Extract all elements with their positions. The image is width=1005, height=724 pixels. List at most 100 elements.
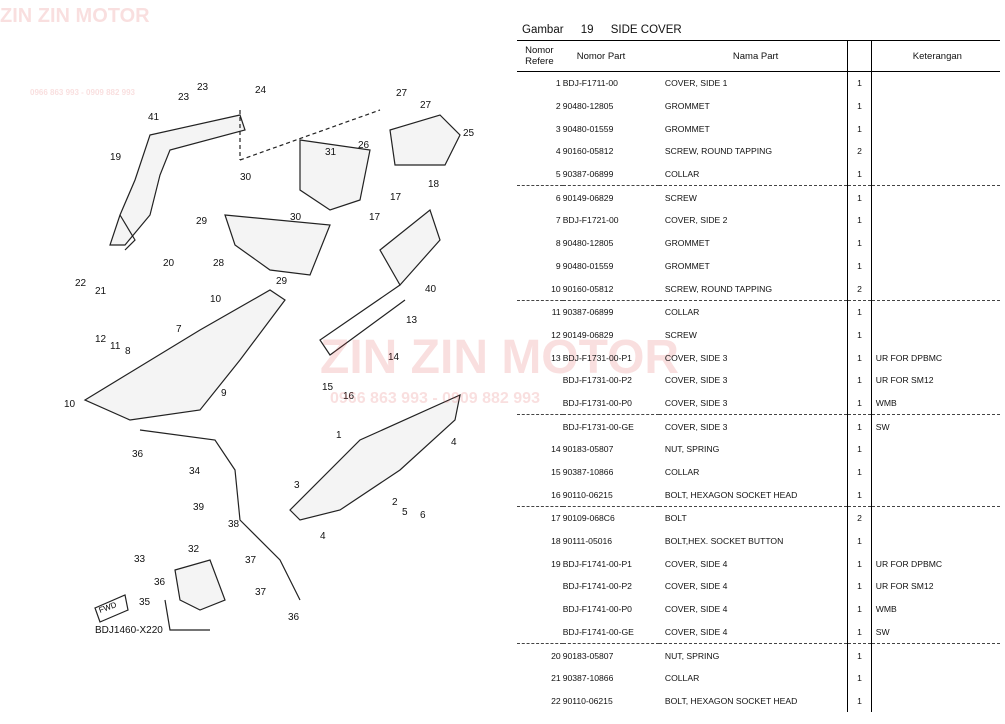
- part-number: 90160-05812: [562, 146, 614, 157]
- gambar-number: 19: [580, 24, 594, 36]
- callout-label: 34: [189, 466, 201, 477]
- remark: [870, 140, 1000, 163]
- callout-label: 9: [221, 388, 227, 399]
- part-name: COVER, SIDE 2: [664, 215, 728, 226]
- ref-number: 1: [555, 78, 561, 89]
- part-name: COVER, SIDE 4: [664, 604, 728, 615]
- quantity: 1: [847, 460, 872, 484]
- callout-label: 23: [178, 92, 190, 103]
- part-number: 90480-12805: [562, 101, 614, 112]
- quantity: 1: [847, 643, 872, 667]
- part-name: COVER, SIDE 3: [658, 414, 848, 438]
- part-name: NUT, SPRING: [664, 444, 720, 455]
- part-number: BDJ-F1721-00: [562, 215, 619, 226]
- ref-number: 3: [555, 123, 561, 134]
- remark: WMB: [870, 391, 1000, 415]
- part-number: BDJ-F1741-00-P1: [562, 558, 632, 569]
- callout-label: 6: [420, 510, 426, 521]
- callout-label: 18: [428, 179, 440, 190]
- ref-number: 20: [517, 643, 563, 667]
- part-name: COLLAR: [658, 299, 848, 324]
- callout-label: 25: [463, 128, 475, 139]
- part-name: SCREW: [664, 329, 697, 340]
- quantity: 1: [847, 254, 872, 278]
- ref-number: 18: [551, 536, 561, 547]
- remark: [870, 483, 1000, 507]
- remark: [870, 460, 1000, 484]
- callout-label: 12: [95, 334, 107, 345]
- part-number: 90480-12805: [562, 238, 614, 249]
- part-name: SCREW, ROUND TAPPING: [664, 283, 773, 294]
- ref-number: 5: [555, 169, 561, 180]
- callout-label: 36: [154, 577, 166, 588]
- diagram-drawing: FWD: [83, 109, 461, 631]
- part-name: COVER, SIDE 3: [664, 397, 728, 408]
- remark: [870, 529, 1000, 553]
- ref-number: 12: [551, 329, 561, 340]
- remark: [870, 254, 1000, 278]
- part-name: BOLT, HEXAGON SOCKET HEAD: [664, 489, 798, 500]
- col-nama-part: Nama Part: [658, 40, 848, 72]
- part-name: BOLT: [658, 506, 848, 530]
- part-number: 90111-05016: [562, 536, 613, 547]
- quantity: 1: [847, 323, 872, 347]
- callout-label: 8: [125, 346, 131, 357]
- watermark-brand: ZIN ZIN MOTOR: [0, 5, 150, 27]
- col-keterangan: Keterangan: [870, 40, 1000, 72]
- callout-label: 37: [245, 555, 257, 566]
- remark: [870, 117, 1000, 141]
- callout-label: 15: [322, 382, 334, 393]
- part-number: 90109-068C6: [562, 506, 659, 530]
- callout-label: 27: [396, 88, 408, 99]
- col-qty: [847, 40, 872, 72]
- callout-label: 23: [197, 82, 209, 93]
- part-number: 90110-06215: [562, 489, 613, 500]
- part-name: NUT, SPRING: [658, 643, 848, 667]
- quantity: 2: [847, 140, 872, 163]
- callout-label: 3: [294, 480, 300, 491]
- ref-number: 9: [555, 260, 561, 271]
- watermark-phone-center: 0966 863 993 - 0909 882 993: [330, 390, 540, 407]
- callout-label: 32: [188, 544, 200, 555]
- ref-number: 17: [517, 506, 563, 530]
- callout-label: 2: [392, 497, 398, 508]
- part-name: SCREW: [658, 185, 848, 210]
- part-number: 90160-05812: [562, 283, 614, 294]
- quantity: 1: [847, 391, 872, 415]
- callout-label: 33: [134, 554, 146, 565]
- quantity: 1: [847, 368, 872, 392]
- quantity: 1: [847, 162, 872, 186]
- callout-label: 35: [139, 597, 151, 608]
- remark: [870, 185, 1000, 210]
- part-name: GROMMET: [664, 123, 710, 134]
- callout-label: 27: [420, 100, 432, 111]
- part-name: COVER, SIDE 4: [664, 558, 728, 569]
- ref-number: 6: [517, 185, 563, 210]
- callout-label: 22: [75, 278, 87, 289]
- gambar-label: Gambar: [522, 24, 564, 36]
- quantity: 1: [847, 575, 872, 598]
- part-name: COVER, SIDE 4: [664, 626, 728, 637]
- part-name: BOLT,HEX. SOCKET BUTTON: [664, 536, 784, 547]
- callout-label: 21: [95, 286, 107, 297]
- ref-number: [517, 414, 563, 438]
- callout-label: 20: [163, 258, 175, 269]
- quantity: 1: [847, 666, 872, 690]
- quantity: 1: [847, 414, 872, 438]
- ref-number: 22: [551, 695, 561, 706]
